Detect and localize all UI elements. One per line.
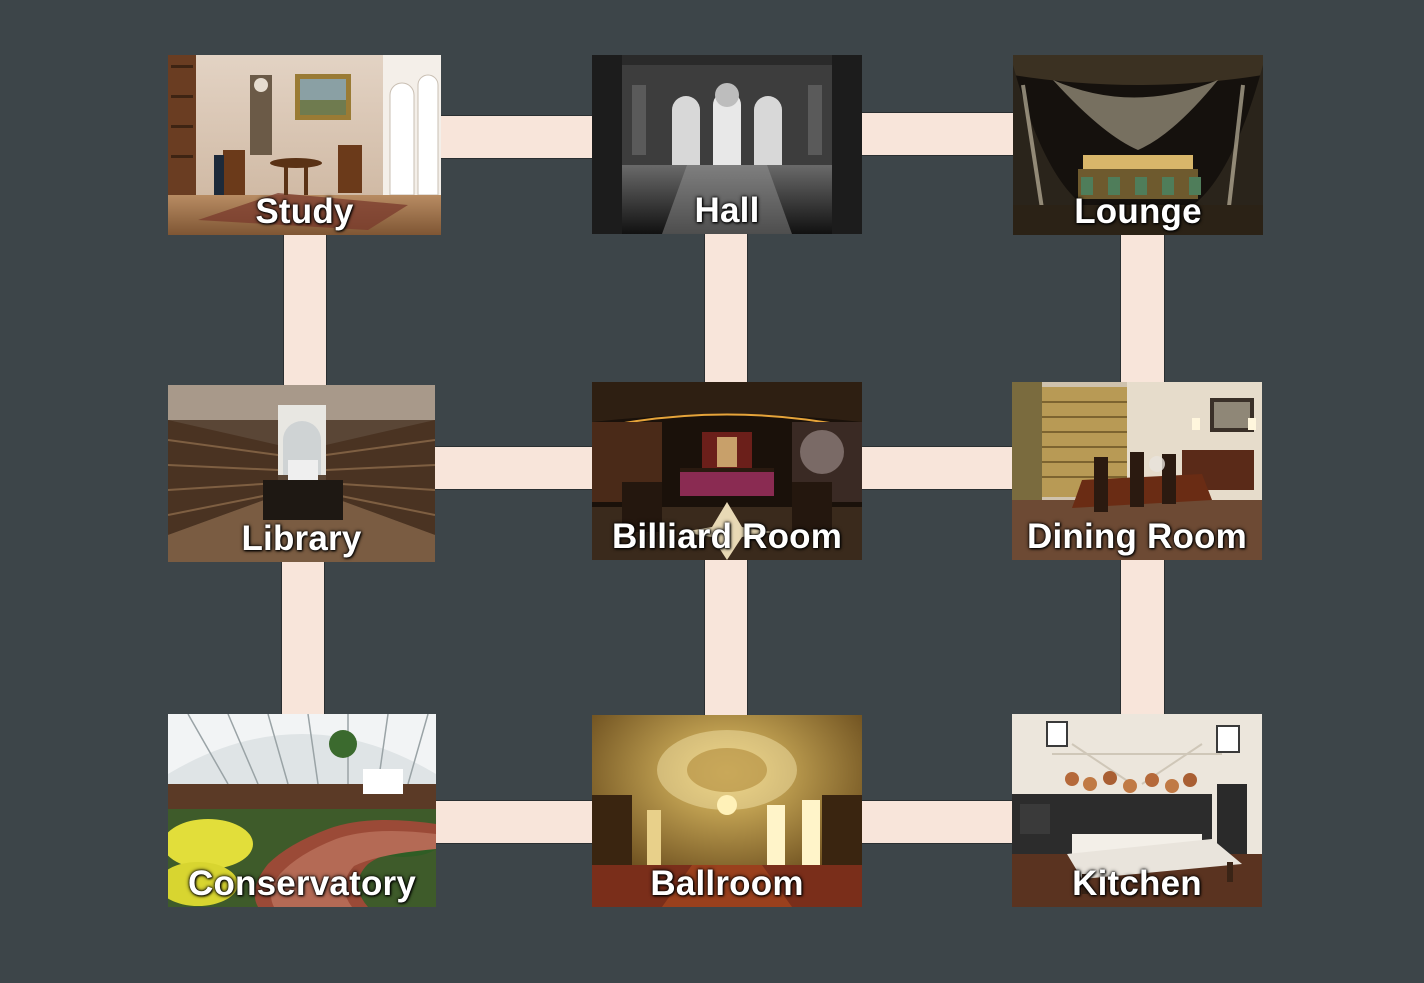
room-label-ballroom: Ballroom — [650, 864, 804, 903]
corridor-dining-kitchen — [1120, 556, 1165, 718]
room-ballroom[interactable]: Ballroom — [592, 715, 862, 907]
dining-room-photo — [1012, 382, 1262, 560]
room-library[interactable]: Library — [168, 385, 435, 562]
room-label-lounge: Lounge — [1074, 192, 1202, 231]
corridor-study-hall — [438, 115, 595, 159]
library-photo — [168, 385, 435, 562]
conservatory-photo — [168, 714, 436, 907]
corridor-billiard-ballroom — [704, 556, 748, 718]
room-conservatory[interactable]: Conservatory — [168, 714, 436, 907]
kitchen-photo — [1012, 714, 1262, 907]
room-lounge[interactable]: Lounge — [1013, 55, 1263, 235]
room-billiard-room[interactable]: Billiard Room — [592, 382, 862, 560]
corridor-conservatory-ballroom — [433, 800, 595, 844]
room-dining-room[interactable]: Dining Room — [1012, 382, 1262, 560]
room-hall[interactable]: Hall — [592, 55, 862, 234]
corridor-hall-lounge — [860, 112, 1016, 156]
ballroom-photo — [592, 715, 862, 907]
study-photo — [168, 55, 441, 235]
room-label-conservatory: Conservatory — [187, 864, 417, 903]
room-label-billiard-room: Billiard Room — [611, 517, 843, 556]
room-kitchen[interactable]: Kitchen — [1012, 714, 1262, 907]
lounge-photo — [1013, 55, 1263, 235]
room-label-kitchen: Kitchen — [1072, 864, 1202, 903]
corridor-ballroom-kitchen — [859, 800, 1015, 844]
corridor-library-conservatory — [281, 559, 325, 717]
room-study[interactable]: Study — [168, 55, 441, 235]
corridor-lounge-dining — [1120, 231, 1165, 385]
room-label-study: Study — [255, 192, 354, 231]
room-label-library: Library — [241, 519, 362, 558]
corridor-study-library — [283, 231, 327, 388]
room-label-hall: Hall — [694, 191, 760, 230]
corridor-billiard-dining — [859, 446, 1015, 490]
hall-photo — [592, 55, 862, 234]
room-label-dining-room: Dining Room — [1027, 517, 1247, 556]
corridor-library-billiard — [433, 446, 595, 490]
corridor-hall-billiard — [704, 231, 748, 385]
billiard-room-photo — [592, 382, 862, 560]
